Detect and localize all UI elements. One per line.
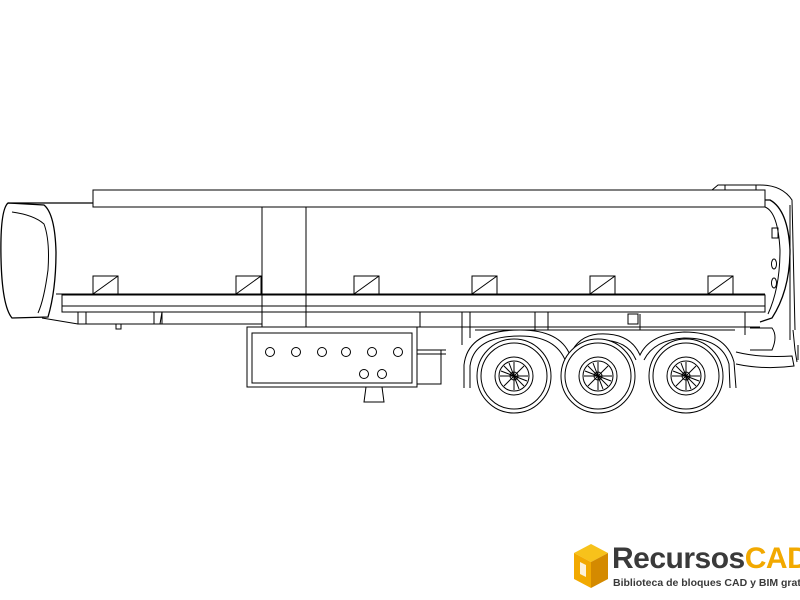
rear-ladder-rail — [711, 184, 796, 331]
tank-top-rail — [92, 189, 766, 208]
wheel-2 — [560, 338, 636, 414]
wheel-3 — [648, 338, 724, 414]
tank-support-post — [261, 206, 307, 328]
drain-valve — [363, 386, 385, 403]
tank-outline — [8, 199, 791, 323]
rear-light — [771, 227, 779, 239]
recursoscad-logo: RecursosCAD Biblioteca de bloques CAD y … — [570, 540, 800, 598]
tool-cabinet — [246, 326, 446, 403]
air-tank — [750, 327, 776, 351]
chassis-main-rail — [61, 294, 766, 307]
fender-outer — [463, 329, 737, 389]
chassis-frame — [41, 294, 766, 345]
kingpin-plate — [41, 311, 163, 325]
logo-word-cad: CAD — [744, 542, 800, 575]
rear-bumper — [735, 351, 795, 369]
logo-wordmark: RecursosCAD — [612, 542, 800, 576]
suspension — [475, 312, 795, 369]
cube-icon — [574, 544, 608, 588]
logo-word-recursos: Recursos — [612, 542, 745, 575]
logo-tagline: Biblioteca de bloques CAD y BIM gratuita — [613, 577, 800, 589]
wheel-1 — [476, 338, 552, 414]
tank-body — [0, 184, 799, 363]
tank-front-cap-inner — [11, 211, 49, 314]
tank-rear-cap — [764, 206, 781, 315]
tank-front-cap — [0, 202, 57, 319]
tank-brackets — [92, 275, 734, 295]
